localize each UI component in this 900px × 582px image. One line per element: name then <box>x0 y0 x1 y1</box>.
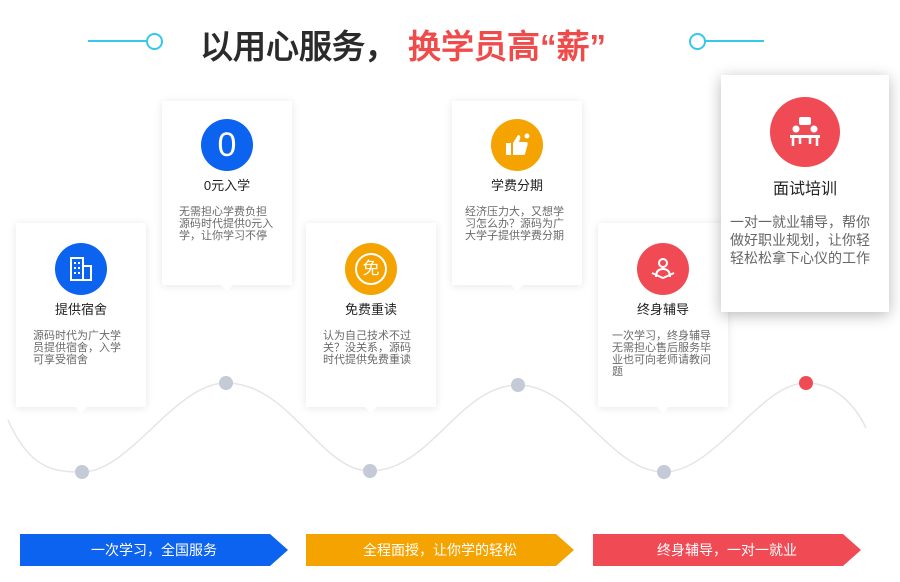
title-part-2: 换学员高“薪” <box>408 28 606 65</box>
timeline-dot <box>363 464 377 478</box>
timeline-dot-active <box>799 376 813 390</box>
title-right-line <box>704 40 764 42</box>
feature-card-dorm: 提供宿舍 源码时代为广大学员提供宿舍，入学可享受宿舍 <box>16 223 146 413</box>
section-title: 以用心服务， 换学员高“薪” <box>0 18 900 65</box>
feature-card-zero-tuition: 0 0元入学 无需担心学费负担源码时代提供0元入学，让你学习不停 <box>162 101 292 291</box>
card-title: 终身辅导 <box>636 302 689 317</box>
feature-card-lifetime-tutoring: 终身辅导 一次学习，终身辅导无需担心售后服务毕业也可向老师请教问题 <box>598 223 728 413</box>
title-left-ring <box>146 33 163 50</box>
card-title: 学费分期 <box>490 178 543 193</box>
zero-icon: 0 <box>201 119 253 171</box>
banner-employment: 终身辅导，一对一就业 <box>593 534 861 566</box>
free-icon: 免 <box>345 243 397 295</box>
title-part-1: 以用心服务， <box>200 28 398 65</box>
timeline-dot <box>75 465 89 479</box>
card-description: 经济压力大，又想学习怎么办？源码为广大学子提供学费分期 <box>465 206 564 242</box>
card-title: 面试培训 <box>772 181 837 198</box>
card-description: 无需担心学费负担源码时代提供0元入学，让你学习不停 <box>179 206 274 242</box>
banner-nationwide-service: 一次学习，全国服务 <box>20 534 288 566</box>
card-title: 免费重读 <box>344 302 397 317</box>
timeline-dot <box>219 376 233 390</box>
timeline-dot <box>657 465 671 479</box>
thumbs-up-icon <box>491 119 543 171</box>
card-title: 提供宿舍 <box>54 302 107 317</box>
reading-person-icon <box>637 243 689 295</box>
card-description: 认为自己技术不过关？没关系，源码时代提供免费重读 <box>323 330 411 366</box>
interview-icon <box>770 97 840 167</box>
building-icon <box>55 243 107 295</box>
feature-card-free-retake: 免 免费重读 认为自己技术不过关？没关系，源码时代提供免费重读 <box>306 223 436 413</box>
feature-card-installments: 学费分期 经济压力大，又想学习怎么办？源码为广大学子提供学费分期 <box>452 101 582 291</box>
feature-card-interview-training: 面试培训 一对一就业辅导，帮你做好职业规划，让你轻轻松松拿下心仪的工作 <box>721 75 889 312</box>
banner-full-classroom: 全程面授，让你学的轻松 <box>306 534 574 566</box>
card-description: 源码时代为广大学员提供宿舍，入学可享受宿舍 <box>33 330 121 366</box>
timeline-dot <box>511 378 525 392</box>
card-description: 一次学习，终身辅导无需担心售后服务毕业也可向老师请教问题 <box>612 330 711 378</box>
card-title: 0元入学 <box>203 178 251 193</box>
title-left-line <box>88 40 148 42</box>
card-description: 一对一就业辅导，帮你做好职业规划，让你轻轻松松拿下心仪的工作 <box>730 214 870 266</box>
